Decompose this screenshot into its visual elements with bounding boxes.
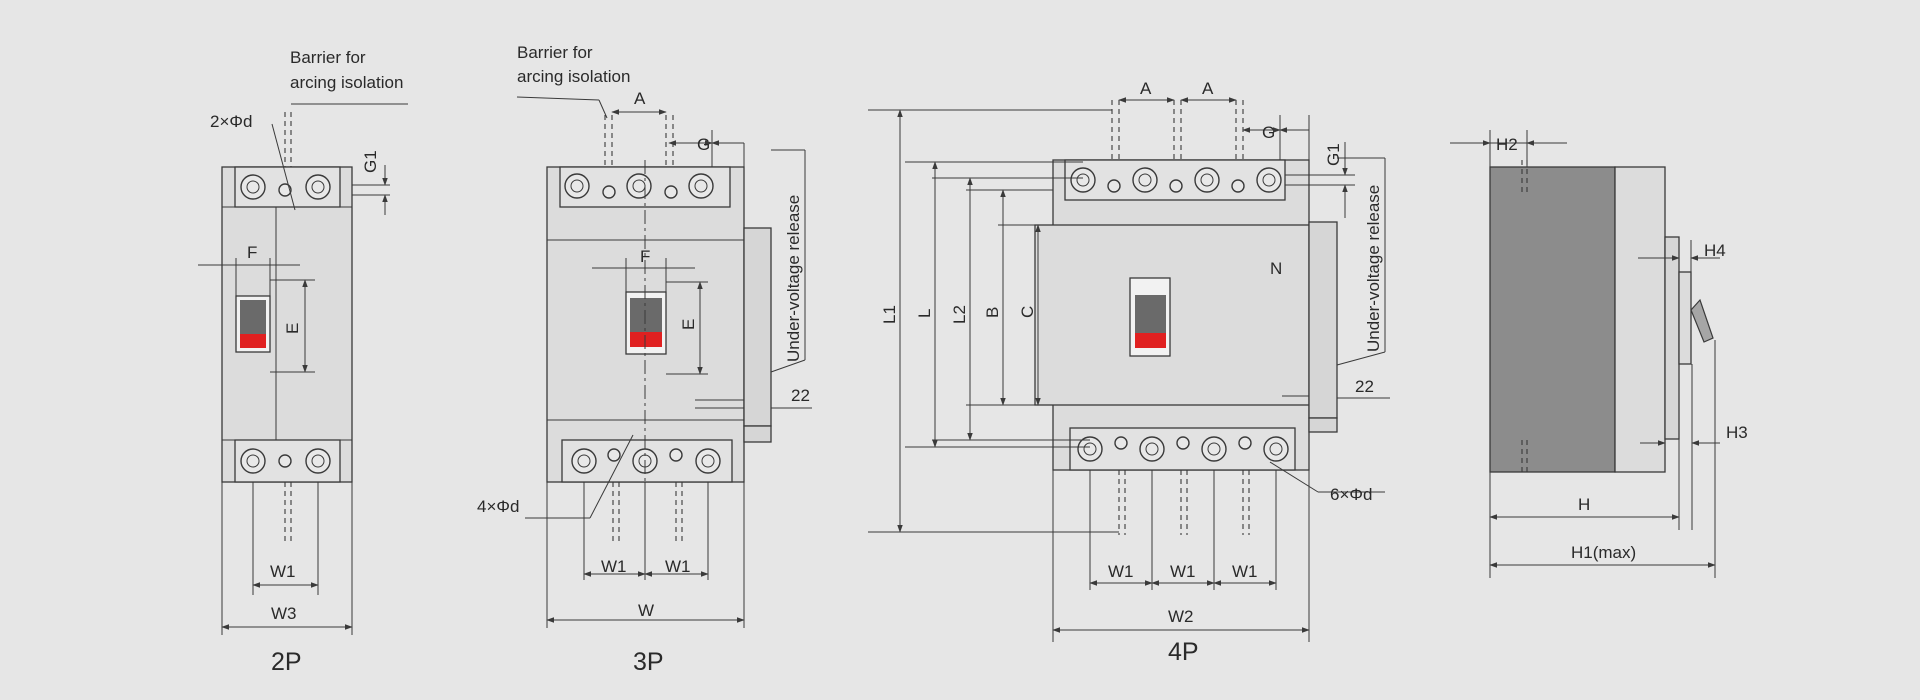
label-barrier-3p-line1: Barrier for xyxy=(517,43,593,62)
label-c-4p: C xyxy=(1018,306,1037,318)
label-hole-3p: 4×Φd xyxy=(477,497,519,516)
label-f-2p: F xyxy=(247,243,257,262)
label-w1c-4p: W1 xyxy=(1232,562,1258,581)
view-side: H2 H4 H3 H H1(max) xyxy=(1450,130,1748,578)
view-3p: Barrier for arcing isolation A G Under-v… xyxy=(477,43,812,676)
label-f-3p: F xyxy=(640,247,650,266)
label-h2-side: H2 xyxy=(1496,135,1518,154)
label-uv-release-4p: Under-voltage release xyxy=(1364,185,1383,352)
label-w3-2p: W3 xyxy=(271,604,297,623)
label-b-4p: B xyxy=(983,307,1002,318)
label-a-3p: A xyxy=(634,89,646,108)
label-a2-4p: A xyxy=(1202,79,1214,98)
label-l2-4p: L2 xyxy=(950,305,969,324)
label-l1-4p: L1 xyxy=(880,305,899,324)
label-a1-4p: A xyxy=(1140,79,1152,98)
caption-2p: 2P xyxy=(271,648,302,676)
label-l-4p: L xyxy=(915,309,934,318)
caption-4p: 4P xyxy=(1168,638,1199,666)
view-4p: A A G G1 Under-voltage release N 22 6×Φd… xyxy=(868,79,1390,666)
label-w1b-3p: W1 xyxy=(665,557,691,576)
label-h1-side: H1(max) xyxy=(1571,543,1636,562)
label-h4-side: H4 xyxy=(1704,241,1726,260)
label-e-3p: E xyxy=(679,319,698,330)
label-e-2p: E xyxy=(283,323,302,334)
label-w1-2p: W1 xyxy=(270,562,296,581)
label-w1a-4p: W1 xyxy=(1108,562,1134,581)
side-body-dark xyxy=(1489,166,1616,473)
caption-3p: 3P xyxy=(633,648,664,676)
label-h3-side: H3 xyxy=(1726,423,1748,442)
label-hole-4p: 6×Φd xyxy=(1330,485,1372,504)
label-g-3p: G xyxy=(697,135,710,154)
handle-red-2p xyxy=(240,334,266,348)
label-uv-release-3p: Under-voltage release xyxy=(784,195,803,362)
label-w-3p: W xyxy=(638,601,654,620)
label-hole-2p: 2×Φd xyxy=(210,112,252,131)
view-2p: Barrier for arcing isolation 2×Φd G1 F E… xyxy=(198,48,408,676)
label-22-4p: 22 xyxy=(1355,377,1374,396)
label-w2-4p: W2 xyxy=(1168,607,1194,626)
label-g1-2p: G1 xyxy=(361,150,380,173)
label-22-3p: 22 xyxy=(791,386,810,405)
label-barrier-2p-line2: arcing isolation xyxy=(290,73,403,92)
label-h-side: H xyxy=(1578,495,1590,514)
handle-red-3p xyxy=(630,332,662,347)
label-w1a-3p: W1 xyxy=(601,557,627,576)
handle-red-4p xyxy=(1135,333,1166,348)
label-g-4p: G xyxy=(1262,123,1275,142)
label-w1b-4p: W1 xyxy=(1170,562,1196,581)
label-g1-4p: G1 xyxy=(1324,143,1343,166)
label-barrier-2p-line1: Barrier for xyxy=(290,48,366,67)
label-barrier-3p-line2: arcing isolation xyxy=(517,67,630,86)
label-neutral-4p: N xyxy=(1270,259,1282,278)
